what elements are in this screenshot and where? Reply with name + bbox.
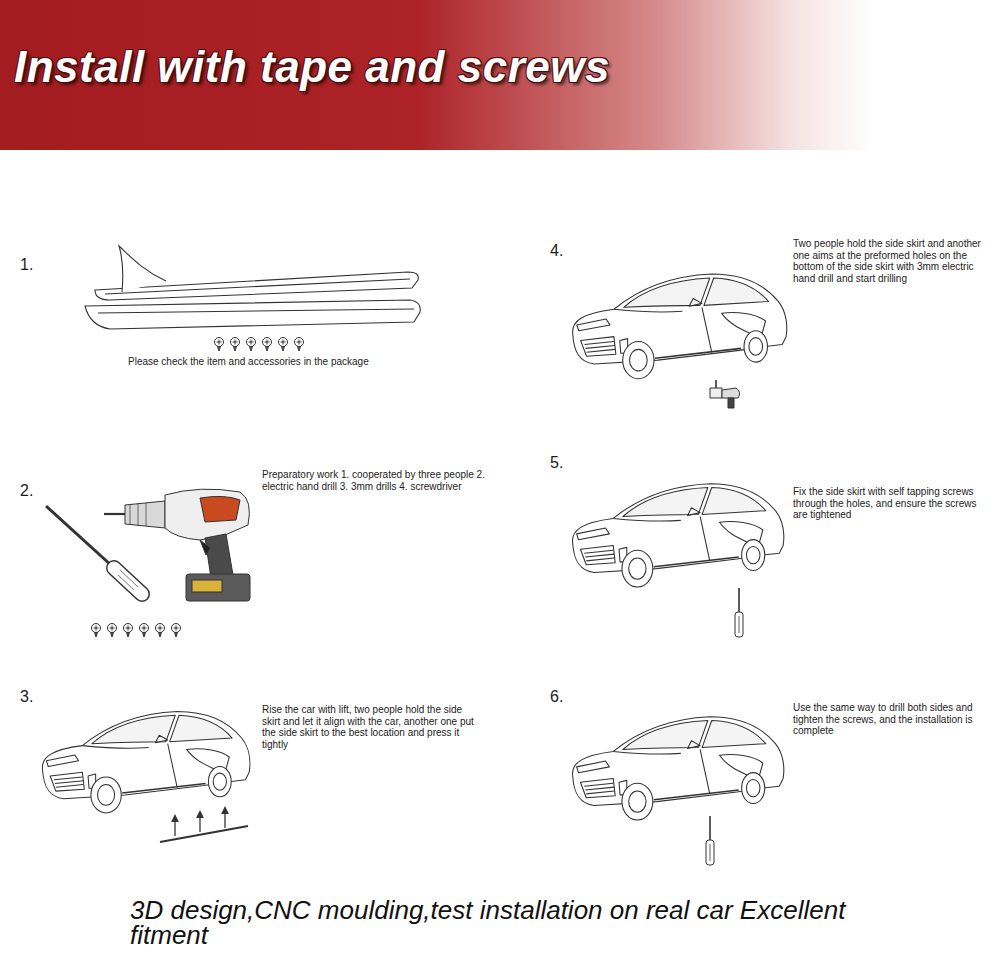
screwdriver — [706, 816, 714, 865]
caption: 3D design,CNC moulding,test installation… — [130, 898, 850, 948]
instruction-text: Fix the side skirt with self tapping scr… — [793, 486, 986, 521]
step-number: 1. — [20, 256, 33, 274]
drill-icon — [710, 380, 740, 408]
screw-set — [92, 624, 181, 638]
screw-set — [215, 338, 304, 352]
electric-drill — [104, 489, 250, 601]
instruction-text: Preparatory work 1. cooperated by three … — [262, 469, 514, 492]
screwdriver — [735, 588, 743, 637]
car-drawing — [573, 484, 784, 587]
instruction-text: Please check the item and accessories in… — [128, 356, 418, 368]
step-number: 6. — [550, 688, 563, 706]
car-drawing — [573, 274, 787, 379]
heading: Install with tape and screws — [14, 42, 610, 92]
instruction-text: Use the same way to drill both sides and… — [793, 702, 986, 737]
car-drawing — [573, 717, 784, 820]
side-skirt-pair — [85, 246, 420, 329]
step-number: 2. — [20, 482, 33, 500]
instruction-text: Rise the car with lift, two people hold … — [262, 704, 480, 750]
lift-arrows — [160, 810, 248, 842]
car-drawing — [42, 712, 250, 813]
step-number: 3. — [20, 688, 33, 706]
step-number: 5. — [550, 454, 563, 472]
step-number: 4. — [550, 242, 563, 260]
instruction-text: Two people hold the side skirt and anoth… — [793, 238, 986, 284]
